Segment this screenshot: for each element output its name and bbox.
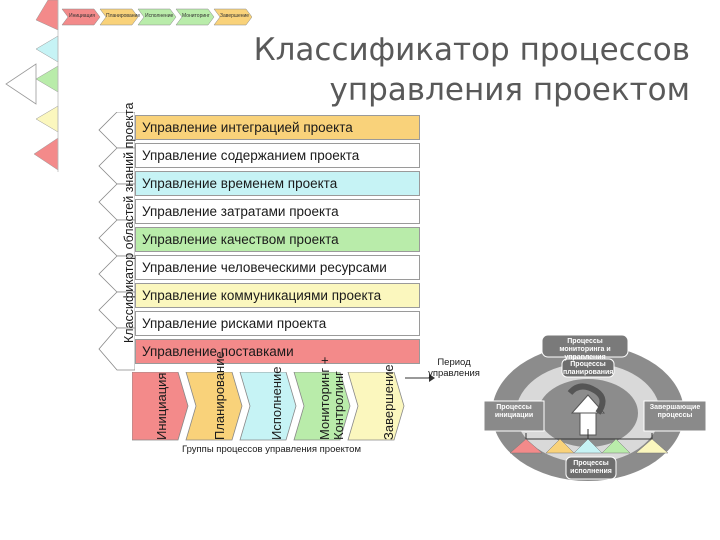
knowledge-area-row: Управление затратами проекта: [135, 199, 420, 224]
top-chevron-1: [61, 8, 101, 26]
cycle-tri-yellow: [545, 438, 575, 454]
cycle-closing-label: Завершающие процессы: [649, 404, 701, 419]
phase-chevron: [132, 372, 189, 441]
phase-label-executing: Исполнение: [269, 366, 284, 441]
initiation-box: [483, 400, 545, 432]
edge-arrow-red-top: [35, 0, 59, 31]
edge-arrow-green: [35, 65, 59, 93]
top-label-1: Инициация: [69, 13, 95, 19]
period-arrow: [405, 374, 435, 382]
top-chevron-3: [137, 8, 177, 26]
phase-chevron: [185, 372, 243, 441]
phase-label-initiation: Инициация: [154, 372, 169, 440]
area-chevron-column: [98, 112, 135, 371]
phase-chevrons: [132, 372, 405, 441]
edge-arrow-cyan: [35, 35, 59, 63]
cycle-executing-label: Процессы исполнения: [570, 460, 612, 475]
monitoring-box: [541, 334, 629, 358]
title-line-1: Классификатор процессов: [253, 32, 690, 68]
groups-label: Группы процессов управления проектом: [182, 444, 361, 455]
knowledge-area-row: Управление человеческими ресурсами: [135, 255, 420, 280]
knowledge-area-row: Управление поставками: [135, 339, 420, 364]
edge-arrow-red-bottom: [33, 137, 59, 171]
top-strip-shapes: [61, 8, 252, 26]
top-chevron-5: [213, 8, 252, 26]
cycle-planning-label: Процессы планирования: [563, 361, 614, 376]
process-cycle-diagram: [483, 334, 707, 481]
planning-box: [561, 358, 615, 378]
cycle-tri-red: [509, 438, 543, 454]
edge-arrow-yellow: [35, 105, 59, 133]
knowledge-area-row: Управление качеством проекта: [135, 227, 420, 252]
edge-arrow-white: [5, 63, 37, 105]
cycle-connector: [525, 433, 653, 440]
knowledge-area-row: Управление рисками проекта: [135, 311, 420, 336]
phase-chevron: [347, 372, 405, 441]
phase-chevron: [239, 372, 297, 441]
knowledge-area-row: Управление коммуникациями проекта: [135, 283, 420, 308]
top-label-5: Завершение: [220, 13, 250, 19]
left-edge-decoration: [5, 0, 59, 172]
top-label-3: Исполнение: [145, 13, 174, 19]
phase-chevron: [293, 372, 351, 441]
area-chevron-7: [98, 327, 135, 371]
period-label: Период управления: [428, 357, 480, 379]
top-process-strip: Инициация Планирование Исполнение Монито…: [60, 8, 252, 26]
areas-vertical-label: Классификатор областей знаний проекта: [122, 102, 136, 343]
knowledge-area-row: Управление интеграцией проекта: [135, 115, 420, 140]
executing-box: [565, 456, 617, 480]
cycle-tri-cyan: [573, 438, 603, 454]
page-title: Классификатор процессов управления проек…: [250, 30, 690, 110]
cycle-tri-lightyellow: [635, 438, 669, 454]
phase-label-planning: Планирование: [212, 351, 227, 440]
cycle-initiation-label: Процессы инициации: [494, 404, 534, 419]
title-line-2: управления проектом: [329, 72, 690, 108]
phase-label-monitoring: Мониторинг + Контролинг: [317, 356, 346, 440]
top-label-4: Мониторинг: [182, 13, 210, 19]
top-chevron-4: [175, 8, 215, 26]
cycle-tri-green: [601, 438, 631, 454]
top-chevron-2: [99, 8, 139, 26]
closing-box: [643, 400, 707, 432]
top-label-2: Планирование: [106, 13, 141, 19]
cycle-s-arrow: [567, 383, 606, 415]
knowledge-area-row: Управление содержанием проекта: [135, 143, 420, 168]
phase-label-closing: Завершение: [381, 364, 396, 440]
cycle-monitoring-label: Процессы мониторинга и управления: [559, 338, 611, 361]
knowledge-area-row: Управление временем проекта: [135, 171, 420, 196]
